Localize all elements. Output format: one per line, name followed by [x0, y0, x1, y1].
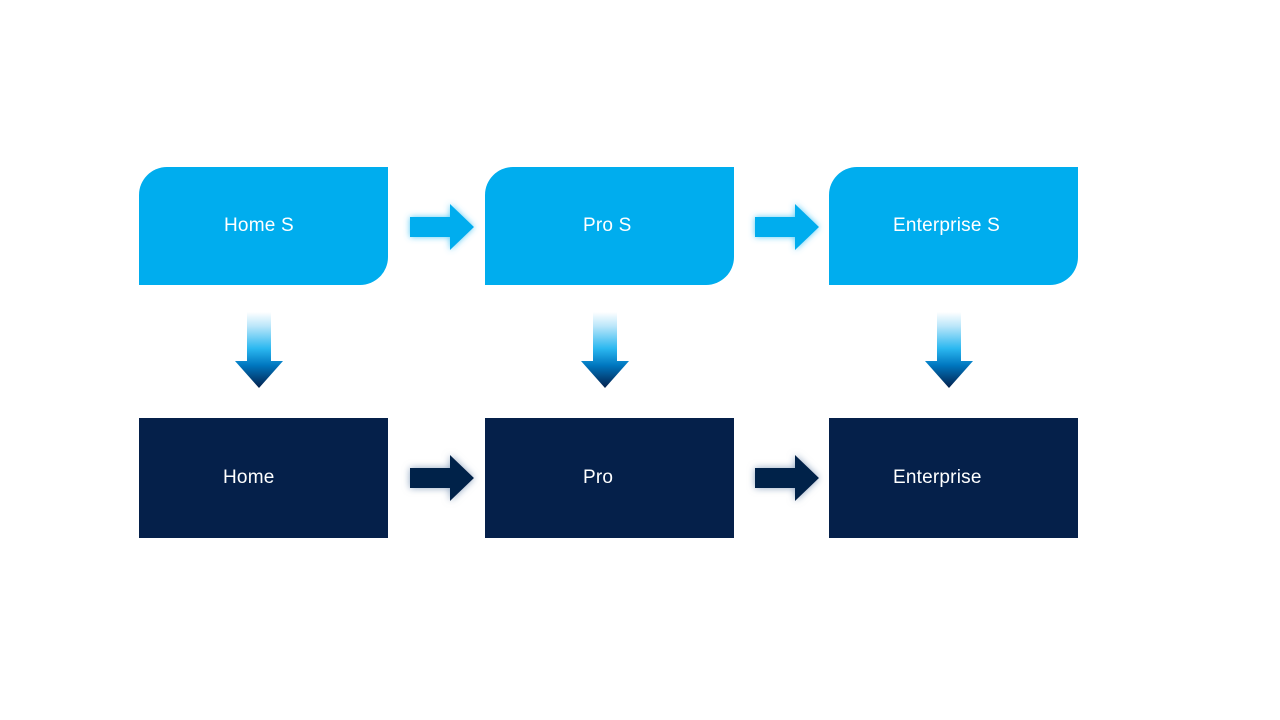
arrow-right-icon-pro-to-enterprise	[751, 450, 823, 506]
node-label: Enterprise S	[893, 214, 1000, 236]
node-label: Home S	[224, 214, 294, 236]
node-label: Pro S	[583, 214, 632, 236]
node-home-s[interactable]: Home S	[139, 167, 388, 285]
node-label: Pro	[583, 466, 614, 488]
node-pro-s[interactable]: Pro S	[485, 167, 734, 285]
arrow-down-icon-home-s-to-home	[234, 311, 284, 389]
node-enterprise[interactable]: Enterprise	[829, 418, 1078, 538]
node-pro[interactable]: Pro	[485, 418, 734, 538]
arrow-right-icon-home-s-to-pro-s	[406, 199, 478, 255]
node-label: Home	[223, 466, 275, 488]
node-label: Enterprise	[893, 466, 982, 488]
node-home[interactable]: Home	[139, 418, 388, 538]
node-enterprise-s[interactable]: Enterprise S	[829, 167, 1078, 285]
arrow-right-icon-pro-s-to-enterprise-s	[751, 199, 823, 255]
arrow-right-icon-home-to-pro	[406, 450, 478, 506]
arrow-down-icon-enterprise-s-to-enterprise	[924, 311, 974, 389]
arrow-down-icon-pro-s-to-pro	[580, 311, 630, 389]
